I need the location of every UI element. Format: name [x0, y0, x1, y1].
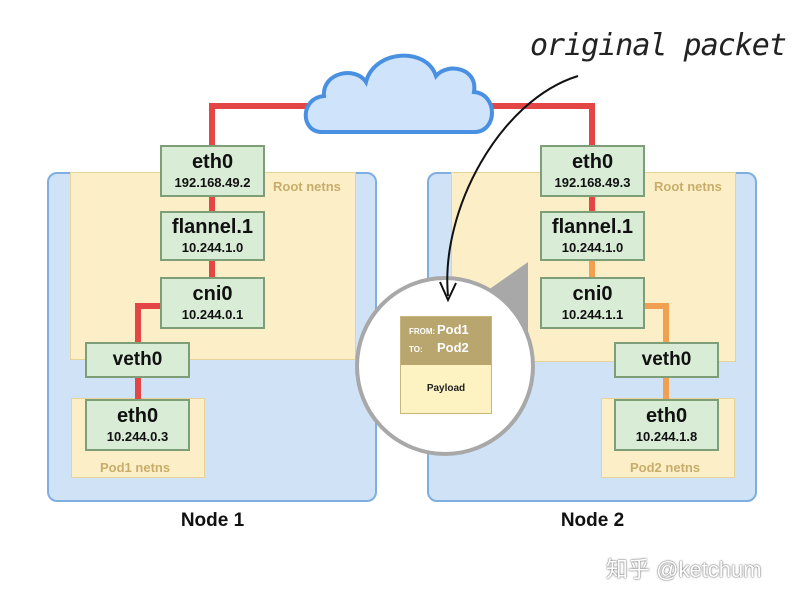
node-2-caption: Node 2	[560, 510, 625, 531]
interface-name: veth0	[112, 349, 163, 370]
node-1-flannel-interface: flannel.1 10.244.1.0	[160, 211, 265, 261]
interface-ip: 192.168.49.2	[174, 175, 251, 190]
interface-name: eth0	[571, 151, 614, 173]
node-1-caption: Node 1	[180, 510, 245, 531]
annotation-text: original packet	[530, 28, 787, 63]
interface-ip: 10.244.1.0	[561, 240, 624, 255]
node-1-pod-netns-label: Pod1 netns	[100, 460, 171, 475]
node-2-eth0-interface: eth0 192.168.49.3	[540, 145, 645, 197]
interface-ip: 10.244.0.1	[181, 307, 244, 322]
interface-name: cni0	[572, 283, 613, 305]
packet-card: FROM: Pod1 TO: Pod2 Payload	[400, 316, 492, 414]
interface-ip: 10.244.0.3	[106, 429, 169, 444]
interface-ip: 10.244.1.1	[561, 307, 624, 322]
node-1-pod-eth0-interface: eth0 10.244.0.3	[85, 399, 190, 451]
packet-header: FROM: Pod1 TO: Pod2	[401, 317, 491, 365]
node-1-veth0-interface: veth0	[85, 342, 190, 378]
packet-to-label: TO:	[409, 345, 423, 354]
watermark-text: 知乎 @ketchum	[606, 557, 762, 582]
node-1-root-netns-label: Root netns	[273, 179, 341, 194]
interface-name: veth0	[641, 349, 692, 370]
interface-name: eth0	[645, 405, 688, 427]
node-2-pod-eth0-interface: eth0 10.244.1.8	[614, 399, 719, 451]
interface-name: flannel.1	[551, 216, 634, 238]
cloud-icon	[303, 53, 494, 134]
packet-to-value: Pod2	[437, 340, 469, 355]
annotation-arrow-head	[439, 281, 457, 303]
interface-name: eth0	[191, 151, 234, 173]
interface-ip: 10.244.1.0	[181, 240, 244, 255]
node-1-eth0-interface: eth0 192.168.49.2	[160, 145, 265, 197]
interface-ip: 192.168.49.3	[554, 175, 631, 190]
interface-name: eth0	[116, 405, 159, 427]
node-2-root-netns-label: Root netns	[654, 179, 722, 194]
interface-ip: 10.244.1.8	[635, 429, 698, 444]
node-1-cni0-interface: cni0 10.244.0.1	[160, 277, 265, 329]
node-1-packet-path	[135, 103, 320, 399]
packet-from-label: FROM:	[409, 327, 436, 336]
node-2-flannel-interface: flannel.1 10.244.1.0	[540, 211, 645, 261]
node-2-veth0-interface: veth0	[614, 342, 719, 378]
node-2-pod-netns-label: Pod2 netns	[630, 460, 701, 475]
packet-from-value: Pod1	[437, 322, 469, 337]
node-2-cni0-interface: cni0 10.244.1.1	[540, 277, 645, 329]
annotation-arrow	[446, 75, 579, 297]
interface-name: cni0	[192, 283, 233, 305]
node-2-packet-path	[490, 103, 669, 399]
packet-payload: Payload	[426, 383, 466, 394]
interface-name: flannel.1	[171, 216, 254, 238]
